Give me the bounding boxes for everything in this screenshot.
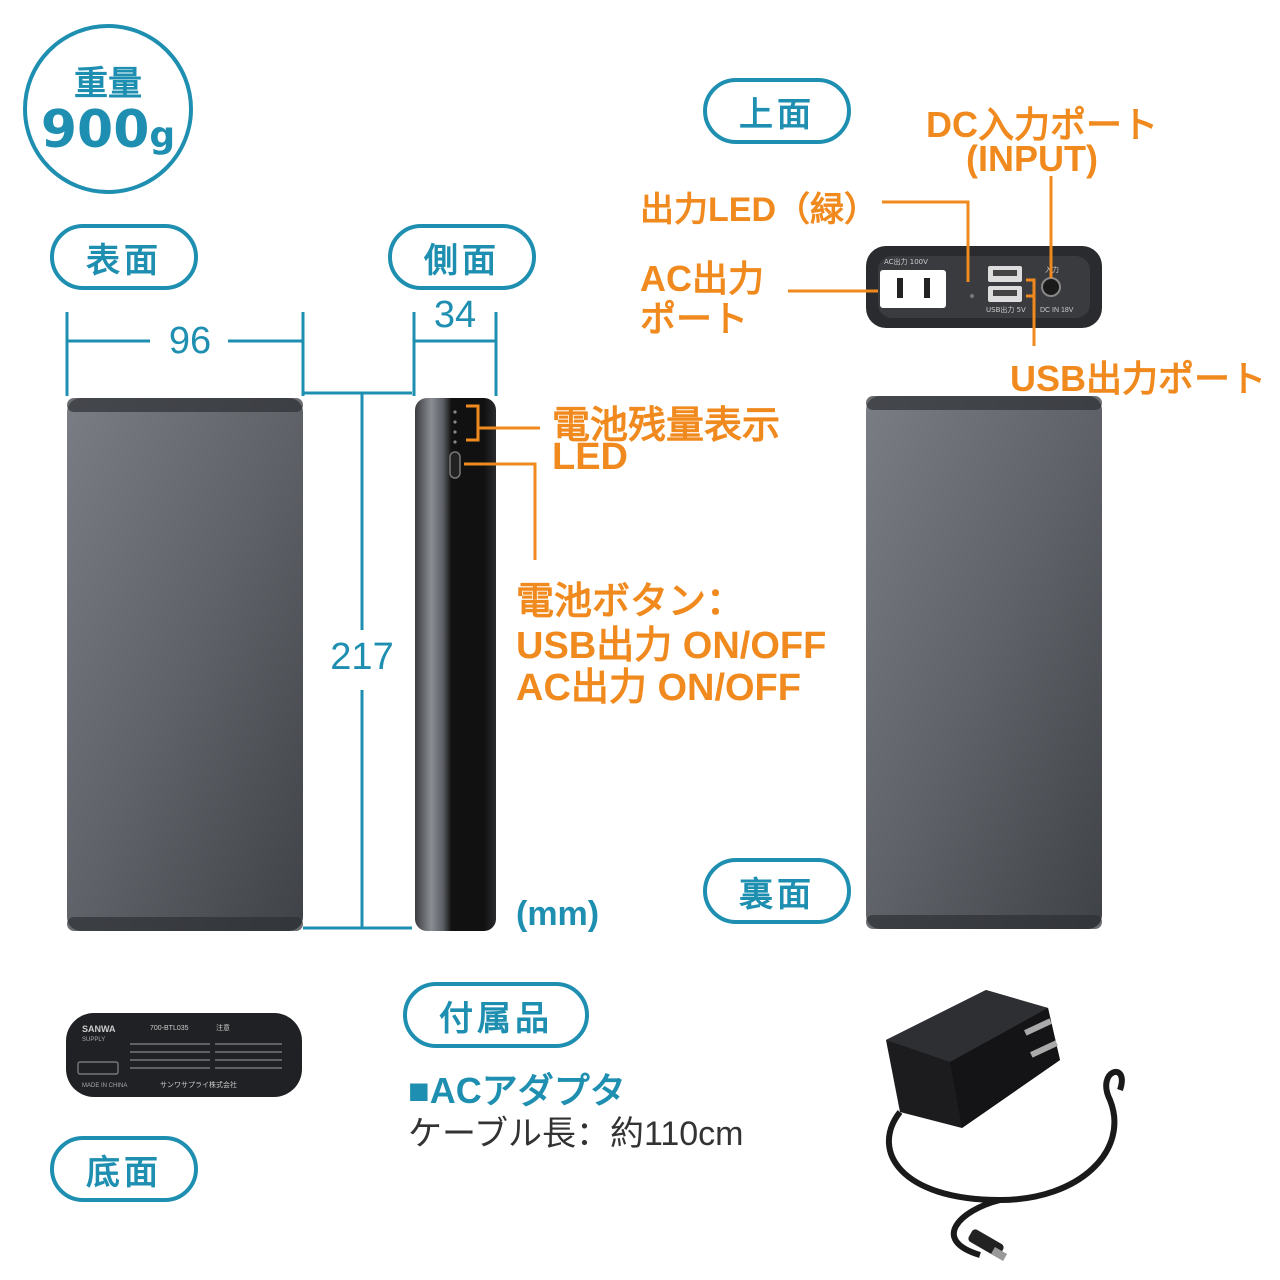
bottom-caution: 注意 [216, 1023, 230, 1032]
callout-dc-input-1: DC入力ポート [926, 104, 1158, 145]
dim-unit: (mm) [516, 895, 600, 933]
bottom-view-device [66, 1013, 302, 1097]
front-view-device [67, 398, 303, 931]
accessory-name: ■ACアダプタ [408, 1070, 626, 1111]
callout-ac-out-1: AC出力 [640, 258, 764, 299]
weight-badge: 重量 900g [23, 24, 193, 194]
ac-adapter-illustration [885, 990, 1125, 1261]
bottom-maker: サンワサプライ株式会社 [160, 1080, 237, 1089]
ac-outlet-icon [880, 270, 946, 308]
callout-usb-out: USB出力ポート [1010, 358, 1267, 399]
weight-number: 900 [40, 100, 150, 160]
view-label-side: 側面 [388, 224, 536, 290]
view-label-accessory: 付属品 [403, 982, 589, 1048]
callout-battery-led-1: 電池残量表示 [552, 405, 781, 447]
dim-height: 217 [330, 636, 394, 678]
callout-battery-button-1: 電池ボタン： [516, 581, 745, 623]
callout-ac-out-2: ポート [640, 298, 749, 339]
view-label-top: 上面 [703, 78, 851, 144]
dimension-lines [65, 312, 498, 930]
view-label-back: 裏面 [703, 858, 851, 924]
bottom-made: MADE IN CHINA [82, 1083, 127, 1089]
callout-battery-led-2: LED [552, 436, 628, 478]
bottom-model: 700-BTL035 [150, 1025, 189, 1032]
callout-lines [464, 176, 1053, 560]
callout-dc-input-2: (INPUT) [966, 138, 1098, 179]
view-label-front: 表面 [50, 224, 198, 290]
side-view-device [415, 398, 496, 931]
top-ac-label: AC出力 100V [884, 257, 928, 266]
output-led-icon [970, 294, 974, 298]
bottom-brand: SANWA [82, 1024, 116, 1034]
view-label-bottom: 底面 [50, 1136, 198, 1202]
callout-output-led: 出力LED（緑） [640, 191, 878, 229]
back-view-device [866, 396, 1102, 929]
top-usb-label: USB出力 5V [986, 305, 1026, 314]
callout-battery-button-2: USB出力 ON/OFF [516, 625, 827, 667]
weight-label: 重量 [74, 64, 142, 104]
accessory-cable-length: ケーブル長：約110cm [408, 1115, 744, 1153]
dim-depth: 34 [433, 294, 477, 336]
dc-input-icon [1041, 277, 1061, 297]
callout-battery-button-3: AC出力 ON/OFF [516, 667, 801, 709]
dim-width: 96 [168, 320, 212, 362]
battery-button [449, 451, 461, 479]
battery-led-dots [453, 410, 457, 444]
weight-value: 900g [27, 100, 189, 160]
top-dc-label: DC IN 18V [1040, 307, 1074, 314]
bottom-brand-sub: SUPPLY [82, 1037, 105, 1043]
weight-unit: g [149, 115, 176, 156]
